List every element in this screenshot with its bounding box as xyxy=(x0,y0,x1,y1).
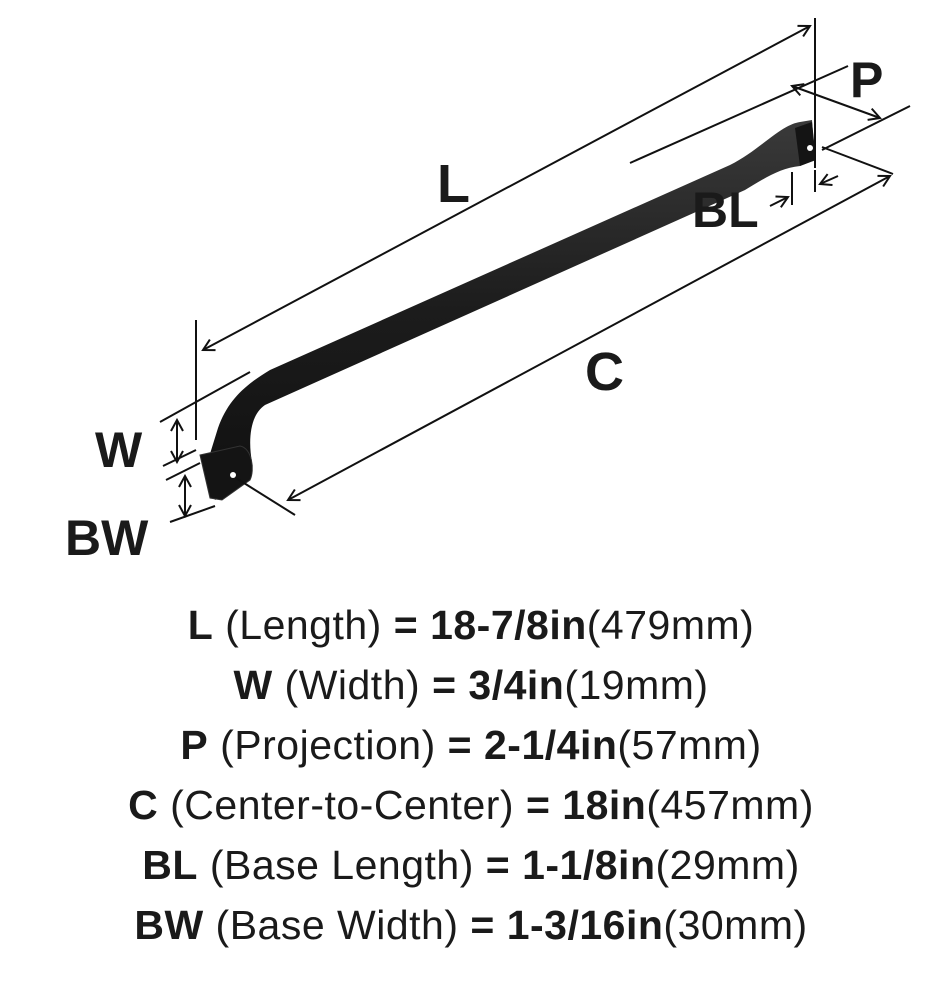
base-length-arrow-left xyxy=(769,197,788,206)
label-BW: BW xyxy=(65,510,149,566)
specifications-list: L (Length) = 18-7/8in(479mm) W (Width) =… xyxy=(0,595,942,955)
center-to-center-dimension-line xyxy=(288,176,890,500)
spec-center-to-center: C (Center-to-Center) = 18in(457mm) xyxy=(128,782,814,828)
label-L: L xyxy=(437,154,470,214)
label-P: P xyxy=(850,52,884,108)
handle-dimension-drawing xyxy=(159,18,911,523)
base-length-arrow-right xyxy=(820,176,839,184)
label-C: C xyxy=(585,342,624,402)
projection-dimension-line xyxy=(792,86,880,118)
dimension-lines xyxy=(159,18,911,523)
spec-length: L (Length) = 18-7/8in(479mm) xyxy=(187,602,755,648)
label-BL: BL xyxy=(692,182,759,238)
spec-width: W (Width) = 3/4in(19mm) xyxy=(233,662,709,708)
cabinet-pull-handle xyxy=(199,120,816,501)
spec-base-length: BL (Base Length) = 1-1/8in(29mm) xyxy=(142,842,800,888)
label-W: W xyxy=(95,422,143,478)
spec-base-width: BW (Base Width) = 1-3/16in(30mm) xyxy=(134,902,808,948)
spec-projection: P (Projection) = 2-1/4in(57mm) xyxy=(180,722,762,768)
